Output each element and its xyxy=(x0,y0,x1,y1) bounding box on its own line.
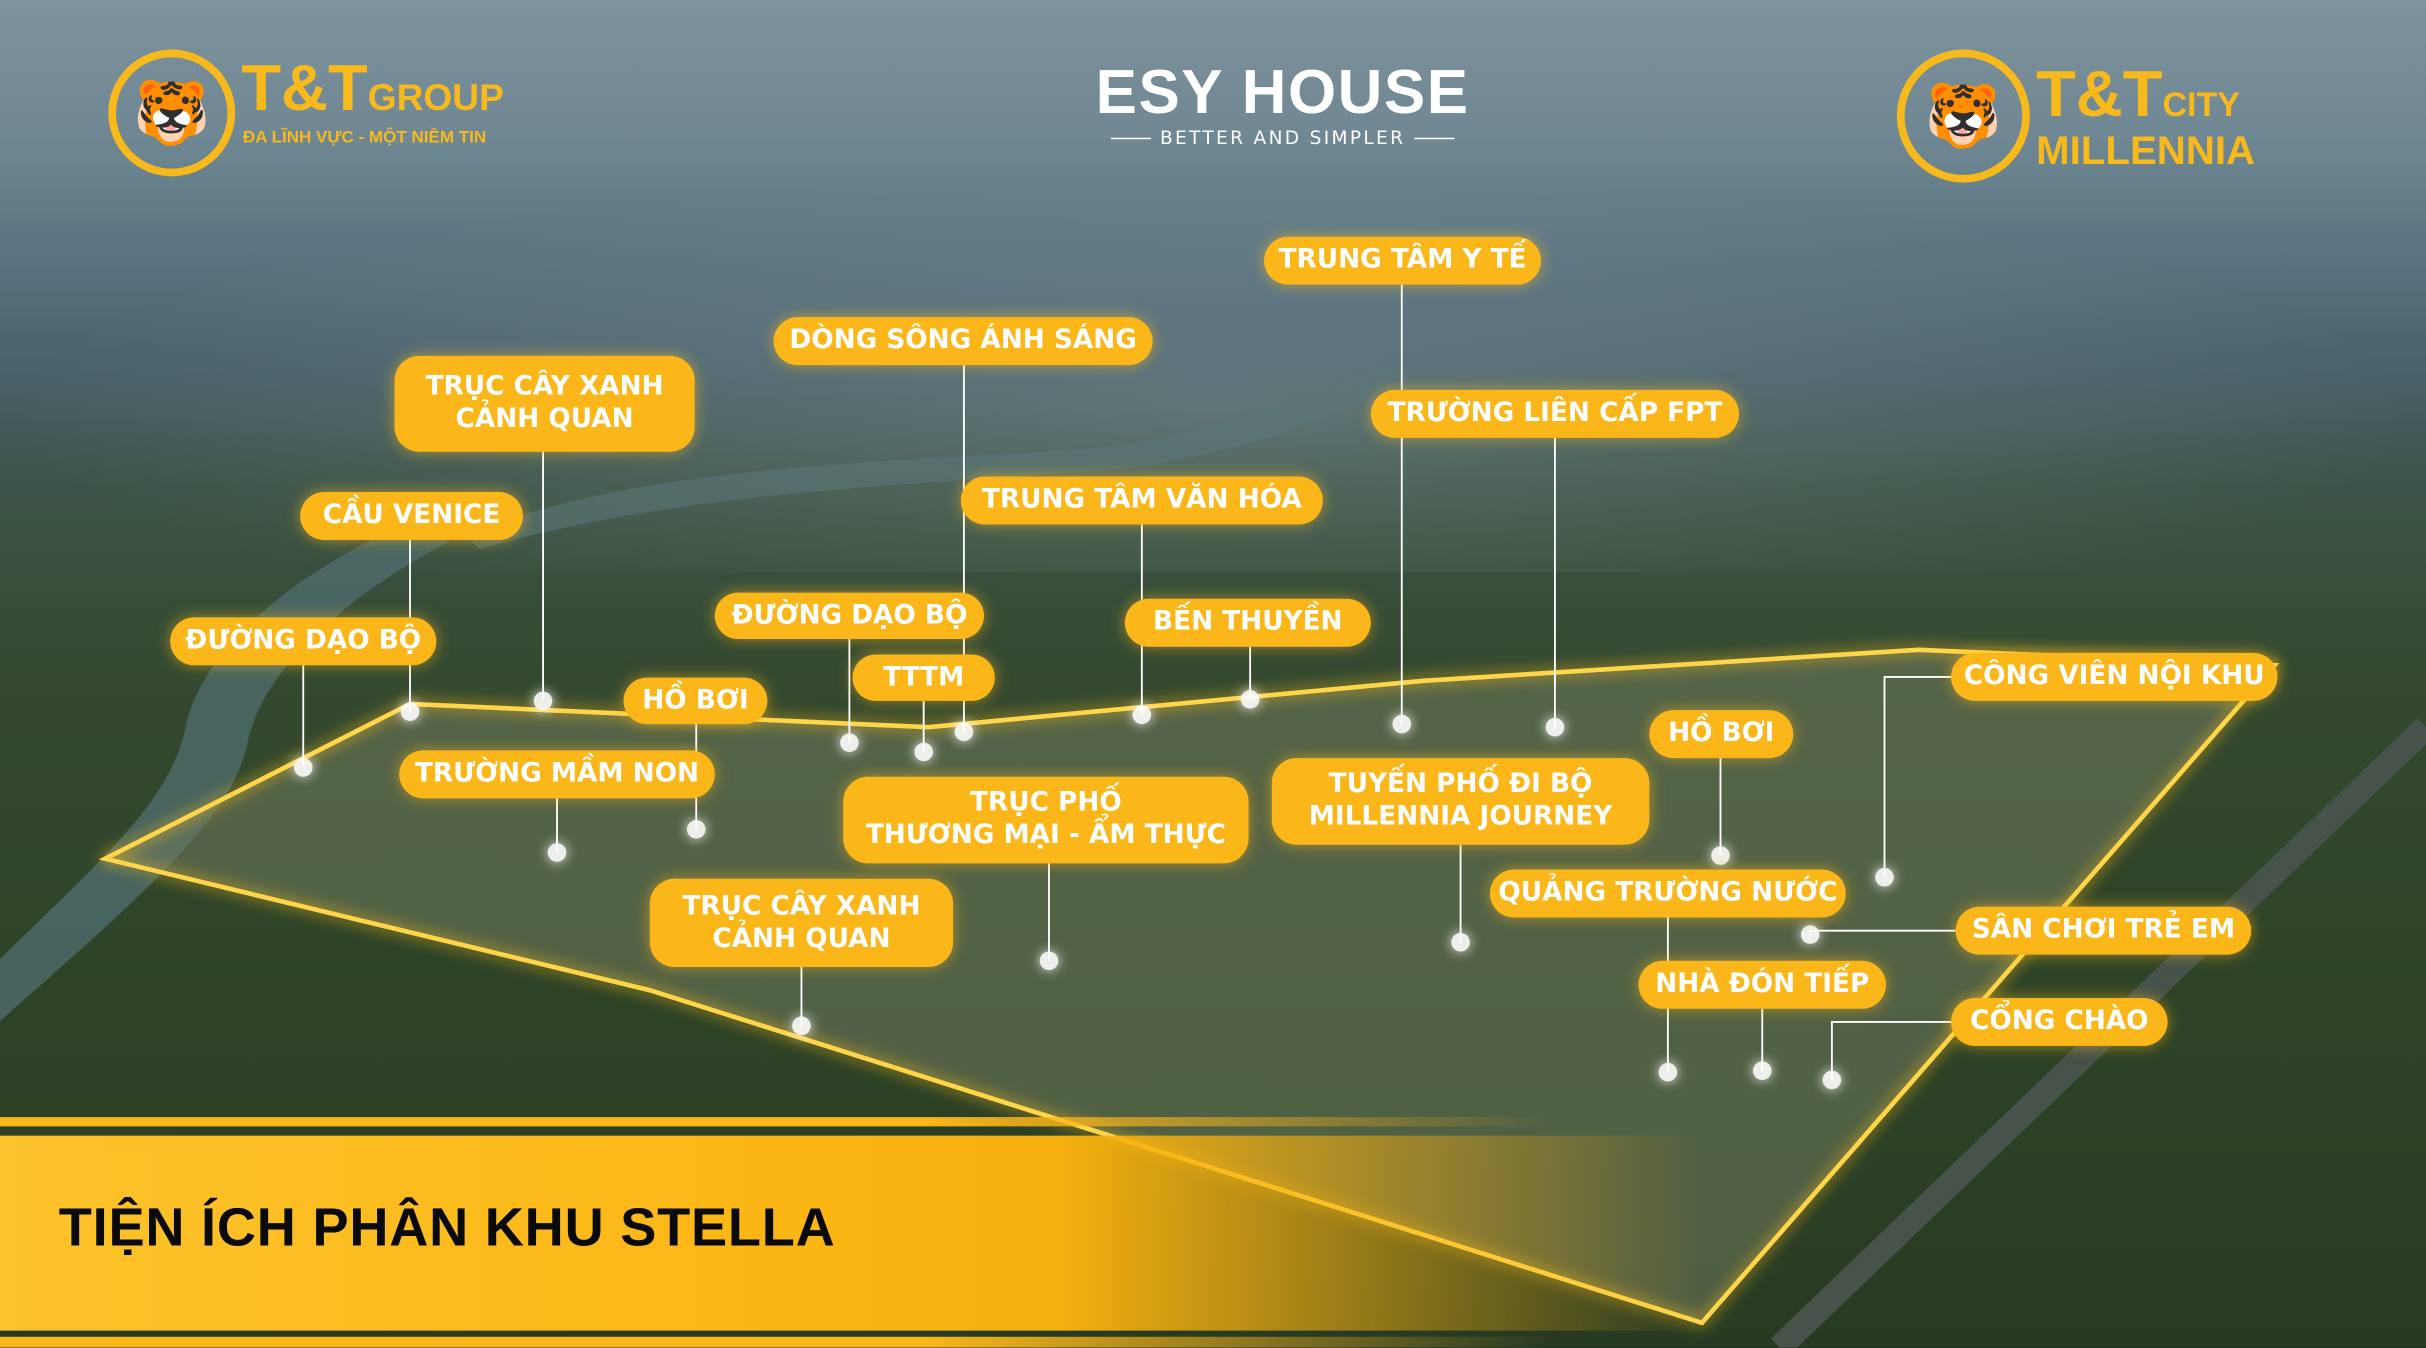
amenity-label: TRƯỜNG MẦM NON xyxy=(399,750,715,799)
location-marker xyxy=(293,758,313,777)
esy-house-logo: ESY HOUSE xyxy=(1095,58,1470,127)
location-marker xyxy=(547,843,567,862)
location-marker xyxy=(840,733,859,752)
esy-house-tagline: BETTER AND SIMPLER xyxy=(1095,127,1469,149)
location-marker xyxy=(1392,714,1412,734)
site-area xyxy=(105,649,2275,1323)
amenity-label: DÒNG SÔNG ÁNH SÁNG xyxy=(773,317,1153,366)
amenity-label: ĐƯỜNG DẠO BỘ xyxy=(714,592,985,639)
amenity-label: SÂN CHƠI TRẺ EM xyxy=(1955,906,2252,955)
amenity-label: QUẢNG TRƯỜNG NƯỚC xyxy=(1489,869,1846,918)
banner-stripe xyxy=(0,1336,1548,1348)
amenity-label: CỔNG CHÀO xyxy=(1951,997,2168,1046)
leader-line xyxy=(1883,675,1952,878)
amenity-label: TRỤC CÂY XANH CẢNH QUAN xyxy=(394,355,695,452)
site-boundary xyxy=(98,647,2280,1326)
amenity-label: TRƯỜNG LIÊN CẤP FPT xyxy=(1370,389,1740,438)
location-marker xyxy=(686,820,706,839)
amenity-label: CÔNG VIÊN NỘI KHU xyxy=(1951,652,2278,701)
amenity-label: ĐƯỜNG DẠO BỘ xyxy=(170,617,437,666)
page-title: TIỆN ÍCH PHÂN KHU STELLA xyxy=(58,1197,836,1258)
tt-city-millennia: MILLENNIA xyxy=(2036,126,2256,174)
location-marker xyxy=(1132,705,1152,725)
river-upper xyxy=(464,363,1408,550)
leader-line xyxy=(1830,1020,1952,1080)
amenity-label: CẦU VENICE xyxy=(300,492,523,540)
amenity-label: BẾN THUYỀN xyxy=(1124,598,1371,647)
location-marker xyxy=(1240,690,1260,709)
amenity-label: HỒ BƠI xyxy=(623,677,768,725)
location-marker xyxy=(533,691,553,711)
location-marker xyxy=(1752,1061,1772,1080)
banner-bar xyxy=(0,1135,1702,1331)
location-marker xyxy=(1451,932,1470,952)
amenity-label: TRUNG TÂM VĂN HÓA xyxy=(960,476,1323,525)
location-marker xyxy=(954,722,974,742)
location-marker xyxy=(400,702,420,721)
title-banner: TIỆN ÍCH PHÂN KHU STELLA xyxy=(0,1117,2426,1348)
amenity-label: TUYẾN PHỐ ĐI BỘ MILLENNIA JOURNEY xyxy=(1271,758,1650,845)
location-marker xyxy=(1822,1070,1842,1090)
tiger-logo-icon: 🐯 xyxy=(108,49,236,177)
location-marker xyxy=(914,742,933,762)
amenity-label: HỒ BƠI xyxy=(1649,710,1794,759)
location-marker xyxy=(1545,717,1565,737)
amenity-label: NHÀ ĐÓN TIẾP xyxy=(1638,960,1887,1009)
location-marker xyxy=(1658,1062,1678,1082)
amenity-label: TRUNG TÂM Y TẾ xyxy=(1264,236,1542,285)
location-marker xyxy=(792,1016,811,1036)
tt-group-brand: T&TGROUP xyxy=(241,51,504,124)
tt-city-brand: T&TCITY xyxy=(2036,57,2241,130)
tiger-logo-icon: 🐯 xyxy=(1896,49,2030,183)
tt-group-tagline: ĐA LĨNH VỰC - MỘT NIỀM TIN xyxy=(242,128,487,147)
amenity-label: TTTM xyxy=(852,654,995,701)
amenity-label: TRỤC CÂY XANH CẢNH QUAN xyxy=(649,878,954,967)
location-marker xyxy=(1800,925,1820,944)
banner-stripe xyxy=(0,1117,1548,1127)
amenity-label: TRỤC PHỐ THƯƠNG MẠI - ẨM THỰC xyxy=(843,776,1249,864)
location-marker xyxy=(1875,867,1894,887)
location-marker xyxy=(1711,846,1730,865)
location-marker xyxy=(1039,951,1059,971)
river xyxy=(0,526,465,1022)
